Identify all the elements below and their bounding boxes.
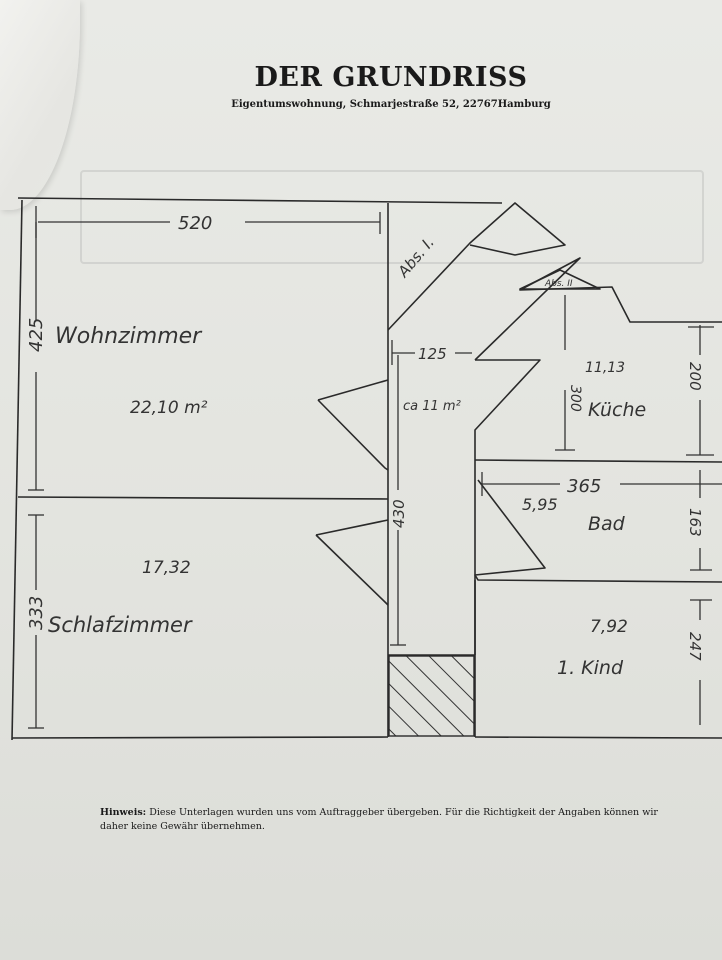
room-child-area: 7,92	[590, 617, 628, 637]
dim-kitchen-depth: 300	[567, 385, 583, 412]
room-kitchen-area: 11,13	[585, 360, 625, 376]
room-hall-area: ca 11 m²	[403, 399, 461, 414]
section-label-1: Abs. I.	[394, 234, 438, 282]
note-text: Diese Unterlagen wurden uns vom Auftragg…	[100, 807, 658, 832]
room-bedroom-name: Schlafzimmer	[48, 613, 193, 637]
room-living-area: 22,10 m²	[130, 398, 208, 418]
section-label-2: Abs. II	[544, 279, 573, 289]
dim-bedroom-height: 333	[26, 596, 47, 630]
room-living-name: Wohnzimmer	[55, 324, 203, 349]
disclaimer-note: Hinweis: Diese Unterlagen wurden uns vom…	[100, 806, 670, 834]
dim-top-width: 520	[178, 213, 212, 234]
dim-hall-width: 125	[418, 345, 447, 363]
shaft-hatch	[388, 655, 475, 737]
document-subtitle: Eigentumswohnung, Schmarjestraße 52, 227…	[231, 99, 551, 110]
room-child-name: 1. Kind	[557, 657, 624, 679]
note-label: Hinweis:	[100, 807, 147, 818]
dim-bath-right: 163	[686, 508, 704, 537]
room-kitchen-name: Küche	[588, 399, 646, 421]
dim-hall-height: 430	[390, 499, 408, 528]
room-bedroom-area: 17,32	[142, 558, 191, 578]
dimension-labels: 520 425 333 125 430 300 200 365 163 247	[26, 213, 704, 661]
dim-bath-width: 365	[567, 476, 601, 497]
dim-kitchen-right: 200	[686, 362, 704, 391]
dimension-lines	[28, 206, 722, 729]
room-bath-area: 5,95	[522, 495, 558, 514]
show-through-box	[80, 170, 704, 264]
room-bath-name: Bad	[588, 513, 626, 535]
dim-living-height: 425	[26, 318, 47, 352]
floor-plan-walls	[11, 197, 722, 741]
dim-child-right: 247	[686, 632, 704, 661]
room-labels: Wohnzimmer 22,10 m² 17,32 Schlafzimmer c…	[48, 234, 646, 679]
document-title: DER GRUNDRISS	[254, 62, 528, 93]
